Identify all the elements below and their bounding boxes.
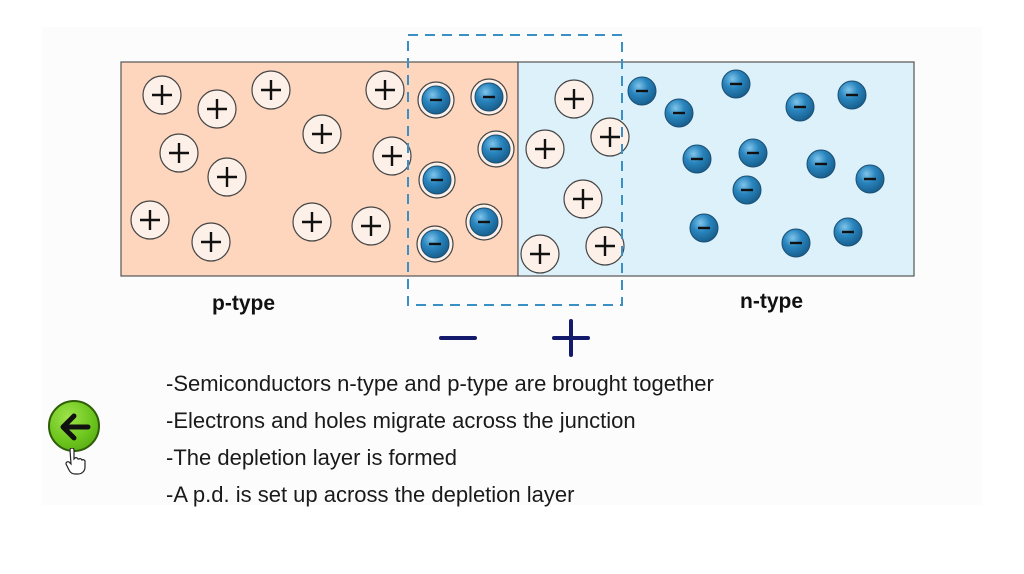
- arrow-left-icon: [60, 413, 91, 441]
- back-button[interactable]: [48, 400, 100, 452]
- explanation-list: -Semiconductors n-type and p-type are br…: [166, 365, 714, 513]
- bullet-item: -A p.d. is set up across the depletion l…: [166, 482, 575, 507]
- electron-particle: [689, 213, 719, 243]
- ionized-electron-particle: [416, 225, 454, 263]
- electron-particle: [738, 138, 768, 168]
- ionized-electron-particle: [465, 203, 503, 241]
- hole-particle: [372, 136, 412, 176]
- electron-particle: [833, 217, 863, 247]
- electron-particle: [806, 149, 836, 179]
- electron-particle: [721, 69, 751, 99]
- ionized-electron-particle: [477, 130, 515, 168]
- hole-particle: [365, 70, 405, 110]
- electron-particle: [785, 92, 815, 122]
- hole-particle: [351, 206, 391, 246]
- hole-particle: [197, 89, 237, 129]
- electron-particle: [664, 98, 694, 128]
- positive-charge-sign: [552, 319, 590, 357]
- hole-particle: [520, 234, 560, 274]
- hole-particle: [142, 75, 182, 115]
- hole-particle: [159, 133, 199, 173]
- hole-particle: [302, 114, 342, 154]
- electron-particle: [781, 228, 811, 258]
- n-type-label: n-type: [740, 290, 803, 313]
- bullet-item: -The depletion layer is formed: [166, 445, 458, 470]
- bullet-item: -Electrons and holes migrate across the …: [166, 408, 636, 433]
- hand-pointer-icon: [65, 448, 86, 475]
- hole-particle: [251, 70, 291, 110]
- ionized-electron-particle: [418, 161, 456, 199]
- hole-particle: [130, 200, 170, 240]
- hole-particle: [590, 117, 630, 157]
- electron-particle: [682, 144, 712, 174]
- hole-particle: [585, 226, 625, 266]
- electron-particle: [732, 175, 762, 205]
- electron-particle: [837, 80, 867, 110]
- hole-particle: [554, 79, 594, 119]
- p-type-label: p-type: [212, 292, 275, 315]
- ionized-electron-particle: [470, 78, 508, 116]
- depletion-layer-box: [407, 34, 623, 306]
- hole-particle: [207, 157, 247, 197]
- bullet-item: -Semiconductors n-type and p-type are br…: [166, 371, 714, 396]
- ionized-electron-particle: [417, 81, 455, 119]
- hole-particle: [563, 179, 603, 219]
- hole-particle: [191, 222, 231, 262]
- electron-particle: [855, 164, 885, 194]
- electron-particle: [627, 76, 657, 106]
- hole-particle: [525, 129, 565, 169]
- hole-particle: [292, 202, 332, 242]
